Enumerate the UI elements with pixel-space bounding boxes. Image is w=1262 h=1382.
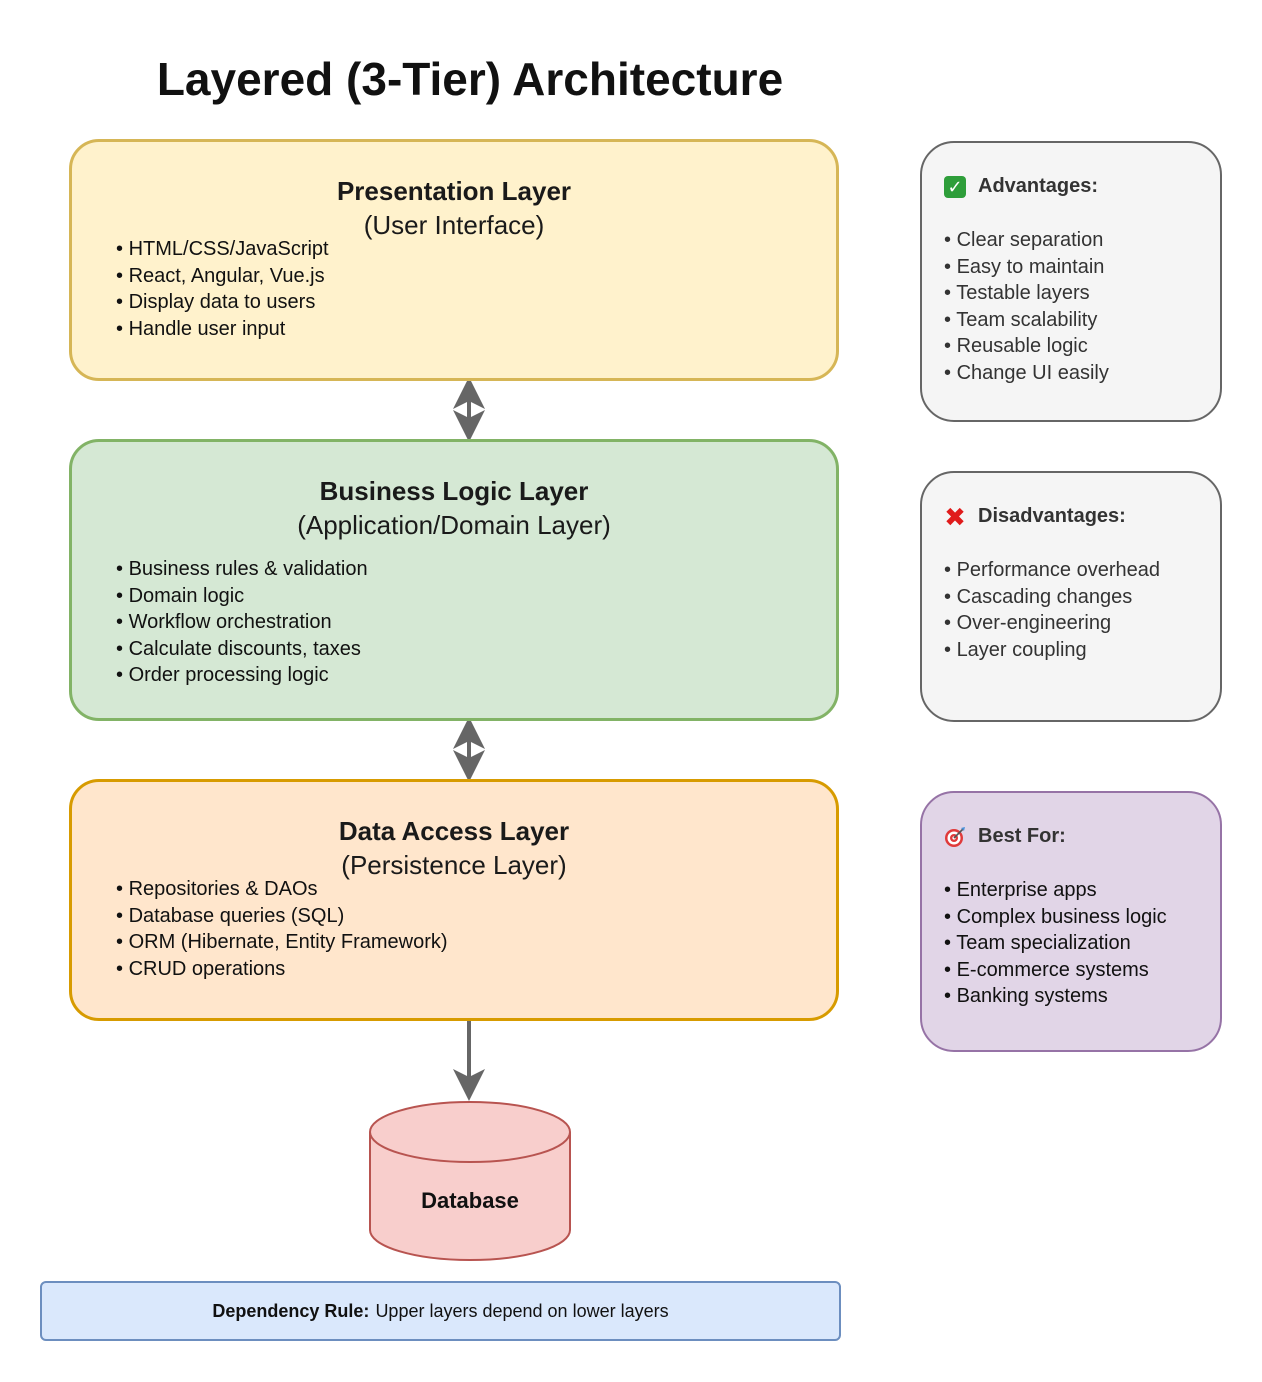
list-item: CRUD operations xyxy=(116,956,448,983)
list-item: Handle user input xyxy=(116,316,329,343)
layer-name: Data Access Layer xyxy=(338,816,570,846)
list-item: Banking systems xyxy=(944,983,1167,1010)
layer-name: Presentation Layer xyxy=(336,176,572,206)
list-item: Complex business logic xyxy=(944,904,1167,931)
list-item: Easy to maintain xyxy=(944,254,1109,281)
diagram-title: Layered (3-Tier) Architecture xyxy=(156,53,784,105)
target-icon xyxy=(944,826,966,848)
panel-item-list: Enterprise apps Complex business logic T… xyxy=(944,877,1167,1010)
layer-subtitle: (Persistence Layer) xyxy=(341,850,567,880)
list-item: Domain logic xyxy=(116,583,368,610)
layer-item-list: Business rules & validation Domain logic… xyxy=(116,556,368,689)
database-label: Database xyxy=(421,1188,519,1213)
list-item: Team specialization xyxy=(944,930,1167,957)
advantages-panel: ✓ Advantages: Clear separation Easy to m… xyxy=(920,141,1222,422)
list-item: Workflow orchestration xyxy=(116,609,368,636)
check-mark-icon: ✓ xyxy=(944,175,966,198)
dependency-rule-note: Dependency Rule: Upper layers depend on … xyxy=(40,1281,841,1341)
list-item: Cascading changes xyxy=(944,584,1160,611)
best-for-panel: Best For: Enterprise apps Complex busine… xyxy=(920,791,1222,1052)
list-item: Layer coupling xyxy=(944,637,1160,664)
list-item: Testable layers xyxy=(944,280,1109,307)
list-item: Team scalability xyxy=(944,307,1109,334)
layer-name: Business Logic Layer xyxy=(319,476,589,506)
panel-heading: ✓ Advantages: xyxy=(944,175,1098,198)
list-item: Display data to users xyxy=(116,289,329,316)
list-item: ORM (Hibernate, Entity Framework) xyxy=(116,929,448,956)
cross-mark-icon: ✖ xyxy=(944,501,966,532)
layer-item-list: Repositories & DAOs Database queries (SQ… xyxy=(116,876,448,982)
panel-heading: Best For: xyxy=(944,825,1066,848)
dependency-rule-label: Dependency Rule: xyxy=(212,1300,370,1321)
panel-heading-text: Best For: xyxy=(978,825,1066,847)
list-item: Database queries (SQL) xyxy=(116,903,448,930)
disadvantages-panel: ✖ Disadvantages: Performance overhead Ca… xyxy=(920,471,1222,722)
list-item: Change UI easily xyxy=(944,360,1109,387)
list-item: Business rules & validation xyxy=(116,556,368,583)
panel-heading-text: Advantages: xyxy=(978,175,1099,197)
panel-heading: ✖ Disadvantages: xyxy=(944,501,1126,532)
list-item: Reusable logic xyxy=(944,333,1109,360)
layer-subtitle: (User Interface) xyxy=(363,210,545,240)
list-item: Enterprise apps xyxy=(944,877,1167,904)
business-logic-layer: Business Logic Layer (Application/Domain… xyxy=(69,439,839,721)
list-item: React, Angular, Vue.js xyxy=(116,263,329,290)
data-access-layer: Data Access Layer (Persistence Layer) Re… xyxy=(69,779,839,1021)
list-item: Clear separation xyxy=(944,227,1109,254)
database-cylinder: Database xyxy=(369,1101,571,1261)
list-item: E-commerce systems xyxy=(944,957,1167,984)
dependency-rule-text: Upper layers depend on lower layers xyxy=(375,1300,669,1321)
list-item: Over-engineering xyxy=(944,610,1160,637)
list-item: Performance overhead xyxy=(944,557,1160,584)
panel-heading-text: Disadvantages: xyxy=(978,505,1126,527)
layer-subtitle: (Application/Domain Layer) xyxy=(297,510,611,540)
list-item: Repositories & DAOs xyxy=(116,876,448,903)
presentation-layer: Presentation Layer (User Interface) HTML… xyxy=(69,139,839,381)
list-item: Calculate discounts, taxes xyxy=(116,636,368,663)
list-item: HTML/CSS/JavaScript xyxy=(116,236,329,263)
list-item: Order processing logic xyxy=(116,662,368,689)
panel-item-list: Performance overhead Cascading changes O… xyxy=(944,557,1160,663)
panel-item-list: Clear separation Easy to maintain Testab… xyxy=(944,227,1109,386)
layer-item-list: HTML/CSS/JavaScript React, Angular, Vue.… xyxy=(116,236,329,342)
